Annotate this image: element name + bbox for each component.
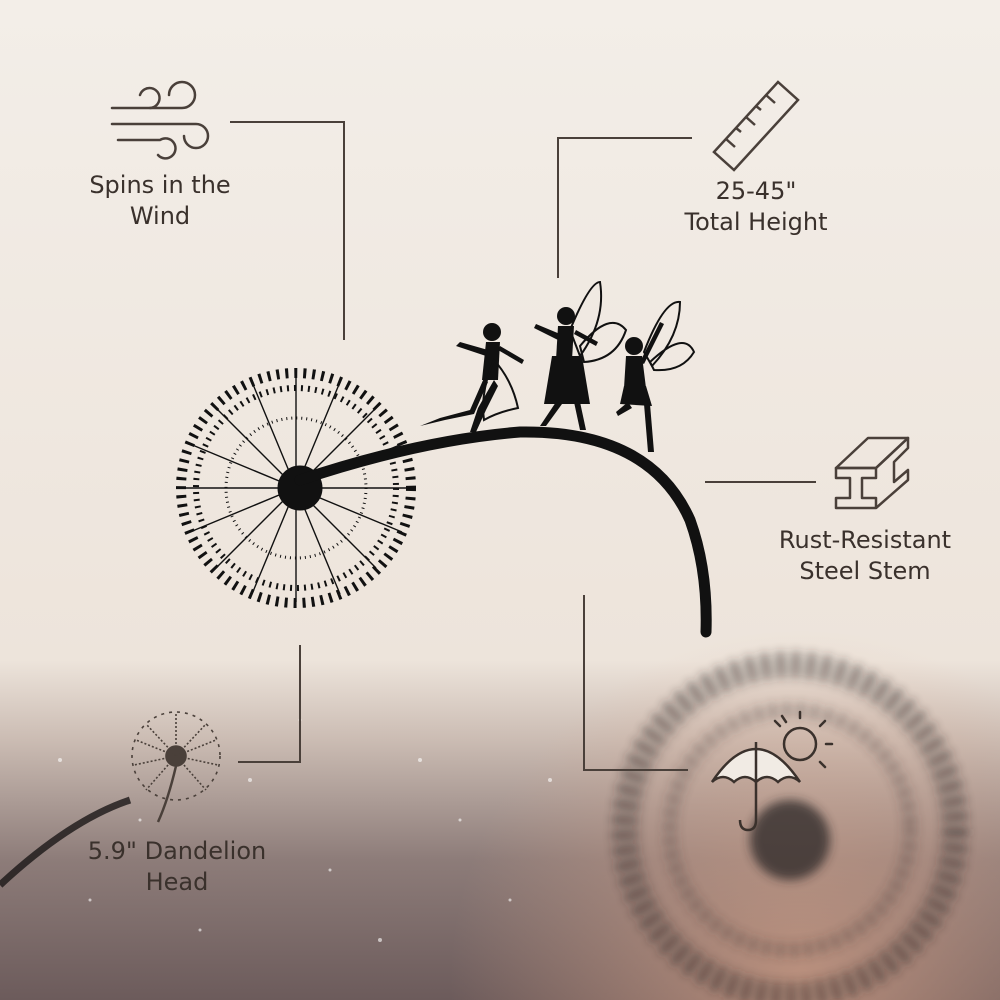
dandelion-icon	[131, 711, 221, 823]
feature-height-line2: Total Height	[684, 208, 828, 236]
umbrella-sun-icon	[710, 710, 834, 832]
steel-beam-icon	[834, 436, 910, 510]
ruler-icon	[712, 80, 800, 172]
blurred-dandelion-image	[612, 652, 968, 1000]
steel-stem-image	[294, 426, 712, 638]
feature-wind: Spins in the Wind	[60, 170, 260, 232]
feature-wind-line1: Spins in the	[89, 171, 231, 199]
feature-stem-line1: Rust-Resistant	[778, 526, 952, 554]
connector-lines	[230, 121, 816, 771]
feature-stem-line2: Steel Stem	[799, 557, 931, 585]
feature-head-line2: Head	[145, 868, 209, 896]
feature-head: 5.9" Dandelion Head	[72, 836, 282, 898]
feature-head-line1: 5.9" Dandelion	[87, 837, 267, 865]
feature-stem: Rust-Resistant Steel Stem	[760, 525, 970, 587]
feature-height-line1: 25-45"	[715, 177, 797, 205]
wind-icon	[110, 80, 210, 160]
feature-height: 25-45" Total Height	[656, 176, 856, 238]
feature-wind-line2: Wind	[129, 202, 191, 230]
dandelion-head-image	[176, 368, 416, 608]
fairy-silhouettes-image	[420, 280, 696, 452]
